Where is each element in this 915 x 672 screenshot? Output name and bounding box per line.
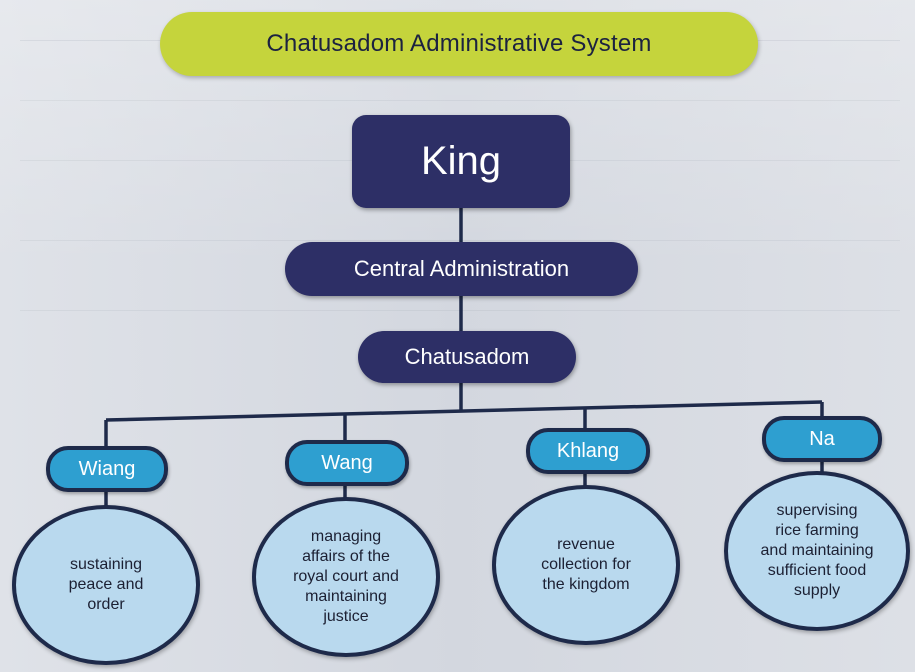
dept-wiang-label: Wiang — [78, 457, 136, 480]
chatusadom-label: Chatusadom — [404, 344, 530, 369]
dept-wang-label: Wang — [321, 451, 373, 474]
duty-wang-circle: managing affairs of the royal court and … — [252, 497, 440, 657]
dept-khlang-node: Khlang — [526, 428, 650, 474]
duty-na-circle: supervising rice farming and maintaining… — [724, 471, 910, 631]
duty-na-text: supervising rice farming and maintaining… — [760, 502, 874, 599]
dept-wiang-node: Wiang — [46, 446, 168, 492]
dept-na-label: Na — [809, 427, 835, 450]
diagram-title-banner: Chatusadom Administrative System — [160, 12, 758, 76]
dept-khlang-label: Khlang — [556, 439, 620, 462]
king-node: King — [352, 115, 570, 208]
central-administration-node: Central Administration — [285, 242, 638, 296]
diagram-title: Chatusadom Administrative System — [266, 30, 652, 57]
king-label: King — [420, 139, 502, 183]
duty-wiang-text: sustaining peace and order — [68, 556, 144, 613]
duty-khlang-circle: revenue collection for the kingdom — [492, 485, 680, 645]
branch-horizontal-line — [105, 400, 823, 422]
dept-na-node: Na — [762, 416, 882, 462]
duty-wang-text: managing affairs of the royal court and … — [293, 528, 399, 625]
central-administration-label: Central Administration — [353, 256, 570, 281]
duty-khlang-text: revenue collection for the kingdom — [541, 536, 631, 593]
duty-wiang-circle: sustaining peace and order — [12, 505, 200, 665]
chatusadom-node: Chatusadom — [358, 331, 576, 383]
dept-wang-node: Wang — [285, 440, 409, 486]
